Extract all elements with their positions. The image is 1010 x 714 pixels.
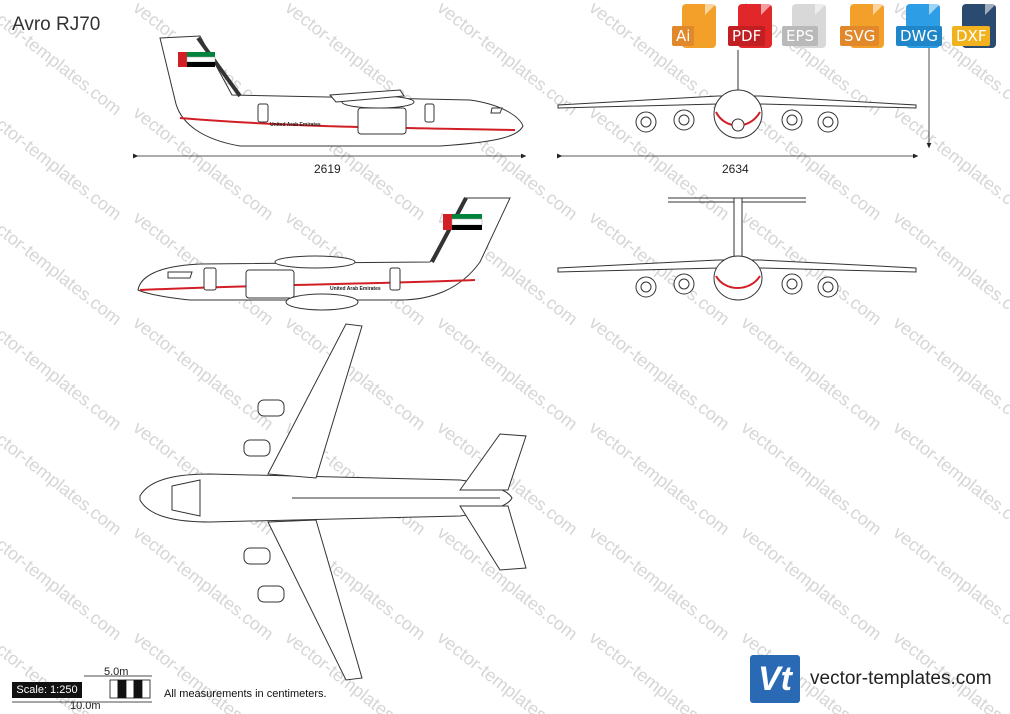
- page-title: Avro RJ70: [12, 14, 101, 35]
- side-view-flag-2: [443, 214, 483, 230]
- format-label: EPS: [782, 26, 819, 46]
- length-dimension-label: 2619: [314, 162, 341, 176]
- livery-text-2: United Arab Emirates: [330, 286, 381, 292]
- brand-logo[interactable]: Vt: [750, 655, 800, 703]
- format-badge-pdf[interactable]: PDF: [728, 4, 772, 50]
- top-view: [139, 323, 527, 681]
- side-view-left: [137, 197, 511, 311]
- format-badge-svg[interactable]: SVG: [840, 4, 884, 50]
- livery-text-1: United Arab Emirates: [270, 122, 321, 128]
- measurement-note: All measurements in centimeters.: [164, 688, 327, 700]
- front-view: [557, 50, 917, 139]
- format-label: DWG: [896, 26, 943, 46]
- side-view-flag: [178, 52, 216, 67]
- format-label: PDF: [728, 26, 766, 46]
- brand-site-link[interactable]: vector-templates.com: [810, 668, 992, 689]
- scale-large-label: 10.0m: [70, 700, 101, 712]
- scale-bar: [12, 675, 152, 703]
- format-label: Ai: [672, 26, 695, 46]
- side-view-right: [159, 35, 524, 147]
- rear-view: [557, 197, 917, 301]
- wingspan-dimension-label: 2634: [722, 162, 749, 176]
- format-label: SVG: [840, 26, 880, 46]
- scale-small-label: 5.0m: [104, 666, 129, 678]
- format-badge-ai[interactable]: Ai: [672, 4, 716, 50]
- format-badge-dxf[interactable]: DXF: [952, 4, 996, 50]
- format-badge-eps[interactable]: EPS: [782, 4, 826, 50]
- scale-label: Scale: 1:250: [12, 682, 82, 698]
- format-badge-dwg[interactable]: DWG: [896, 4, 943, 50]
- format-label: DXF: [952, 26, 991, 46]
